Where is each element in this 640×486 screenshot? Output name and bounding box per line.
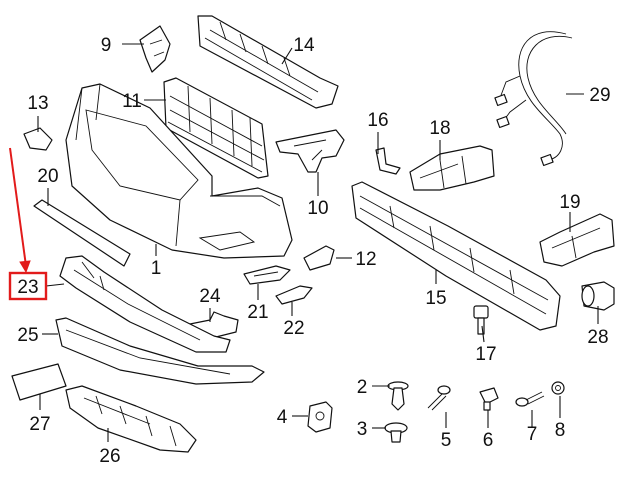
part-13-cap [23,127,53,151]
callout-12: 12 [355,249,376,270]
part-15-beam [351,181,561,331]
part-20-strip [33,199,131,267]
part-27-panel [11,363,67,401]
callouts: 9 14 11 13 1 20 10 16 18 29 15 19 12 21 … [8,35,611,467]
part-23-lower-grille [59,255,231,353]
callout-16: 16 [367,110,388,131]
part-5-screw [427,385,451,411]
callout-17: 17 [475,344,496,365]
highlight-arrow [9,147,31,274]
part-19-bracket [539,213,615,267]
callout-4: 4 [277,407,288,428]
callout-25: 25 [17,325,38,346]
callout-8: 8 [555,420,566,441]
callout-10: 10 [307,198,328,219]
part-17-bolt [473,305,489,335]
part-25-spoiler [55,317,265,385]
callout-6: 6 [483,430,494,451]
part-9-bracket [139,25,171,73]
part-26-undertray [65,385,197,453]
part-6-bolt [479,387,499,411]
part-2-push-clip [387,381,409,411]
callout-3: 3 [357,419,368,440]
callout-1: 1 [151,258,162,279]
callout-24: 24 [199,286,221,307]
callout-26: 26 [99,446,120,467]
part-22-trim [275,285,313,305]
part-18-bracket [409,145,495,191]
callout-9: 9 [101,35,112,56]
callout-2: 2 [357,377,368,398]
part-7-screw [515,391,545,407]
highlight-box-23 [8,271,48,301]
callout-22: 22 [283,318,304,339]
part-1-bumper-cover [65,83,293,259]
callout-29: 29 [589,85,610,106]
part-14-upper-panel [197,15,339,109]
part-12-cover [303,245,335,271]
callout-15: 15 [425,288,446,309]
callout-13: 13 [27,93,48,114]
part-4-nut-clip [307,401,333,433]
part-28-sensor [581,281,615,311]
callout-7: 7 [527,424,538,445]
part-29-harness [494,31,573,167]
callout-28: 28 [587,327,608,348]
part-10-bracket [275,129,345,173]
part-21-bezel [243,265,291,285]
callout-18: 18 [429,118,450,139]
callout-11: 11 [122,91,142,112]
callout-23: 23 [17,277,38,298]
callout-14: 14 [293,35,315,56]
callout-20: 20 [37,166,58,187]
leader-lines [37,43,599,442]
callout-21: 21 [247,302,268,323]
part-3-rivet [384,422,408,443]
callout-19: 19 [559,192,580,213]
callout-5: 5 [441,430,452,451]
part-8-washer [551,381,565,395]
part-16-clip [375,147,401,175]
callout-27: 27 [29,414,50,435]
